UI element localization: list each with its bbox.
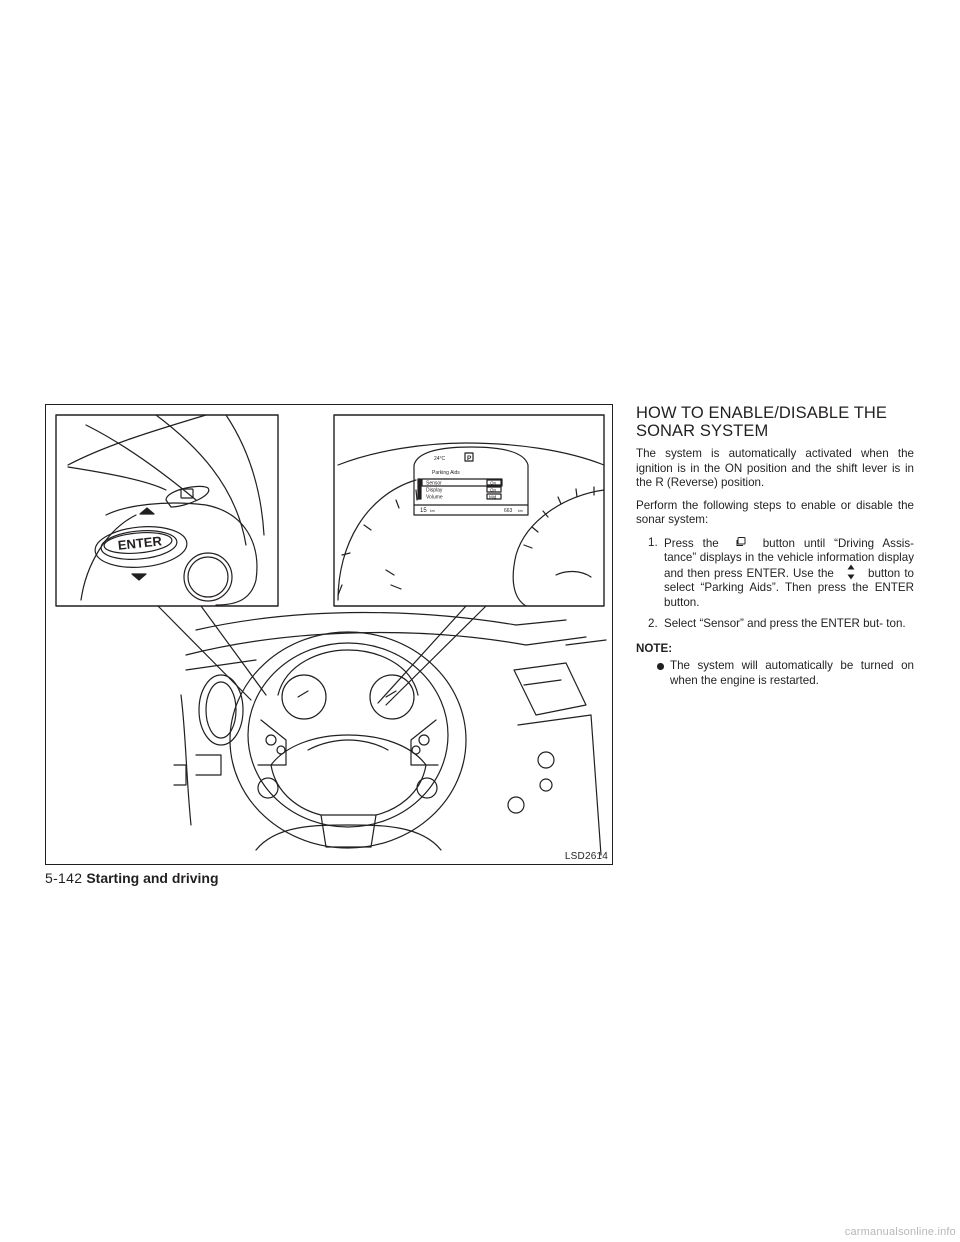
section-heading: HOW TO ENABLE/DISABLE THE SONAR SYSTEM bbox=[636, 404, 914, 440]
steps-list: 1. Press the button until “Driving Assis… bbox=[636, 536, 914, 632]
steering-wheel-illustration: ENTER bbox=[45, 404, 613, 865]
display-row-label: Sensor bbox=[426, 481, 442, 487]
step-1-text-a: Press the bbox=[664, 536, 719, 550]
step-1: 1. Press the button until “Driving Assis… bbox=[636, 536, 914, 611]
display-row-label: Volume bbox=[426, 495, 443, 501]
page-number: 5-142 bbox=[45, 870, 83, 886]
menu-button-icon bbox=[728, 536, 754, 549]
steps-intro: Perform the following steps to enable or… bbox=[636, 498, 914, 527]
note-bullet-item: The system will automatically be turned … bbox=[636, 659, 914, 688]
display-row-label: Display bbox=[426, 488, 443, 494]
display-row-value: On bbox=[490, 481, 497, 486]
intro-paragraph: The system is automatically activated wh… bbox=[636, 447, 914, 489]
switch-closeup-inset bbox=[55, 414, 279, 607]
step-number: 2. bbox=[648, 617, 658, 630]
step-2: 2. Select “Sensor” and press the ENTER b… bbox=[636, 617, 914, 632]
figure-id: LSD2614 bbox=[564, 851, 608, 862]
step-1-text-b: button until “Driving Assis- tance” disp… bbox=[664, 536, 914, 580]
up-down-arrow-icon bbox=[838, 564, 864, 579]
display-row-value: On bbox=[490, 488, 497, 493]
meter-closeup-inset bbox=[333, 414, 605, 607]
display-gear: P bbox=[467, 455, 472, 462]
section-text: HOW TO ENABLE/DISABLE THE SONAR SYSTEM T… bbox=[636, 404, 914, 688]
display-trip: 15 bbox=[420, 508, 427, 514]
menu-button-icon bbox=[180, 488, 194, 499]
step-2-text: Select “Sensor” and press the ENTER but-… bbox=[664, 617, 906, 630]
bullet-dot-icon bbox=[657, 663, 664, 670]
step-1-text-c: button to select “Parking Aids”. Then pr… bbox=[664, 566, 914, 609]
step-number: 1. bbox=[648, 535, 658, 549]
menu-highlight bbox=[421, 478, 503, 487]
display-trip-unit: km bbox=[430, 509, 435, 513]
down-arrow-icon bbox=[131, 573, 147, 581]
enter-button-label: ENTER bbox=[117, 533, 163, 553]
callout-leader-lines bbox=[157, 605, 487, 706]
note-label: NOTE: bbox=[636, 641, 673, 655]
display-row-value: Mid bbox=[489, 495, 497, 500]
illustration-svg: ENTER bbox=[55, 414, 607, 856]
display-range-unit: km bbox=[518, 509, 523, 513]
section-heading-line1: HOW TO ENABLE/DISABLE THE bbox=[636, 404, 887, 422]
display-range: 663 bbox=[504, 508, 513, 514]
section-heading-line2: SONAR SYSTEM bbox=[636, 422, 769, 440]
watermark: carmanualsonline.info bbox=[844, 1226, 956, 1238]
note-bullet-text: The system will automatically be turned … bbox=[670, 659, 914, 687]
up-arrow-icon bbox=[139, 507, 155, 515]
display-menu-title: Parking Aids bbox=[432, 470, 460, 476]
display-temperature: 24°C bbox=[434, 456, 446, 462]
steering-wheel-drawing bbox=[173, 611, 607, 856]
footer-section-title: Starting and driving bbox=[86, 870, 219, 886]
